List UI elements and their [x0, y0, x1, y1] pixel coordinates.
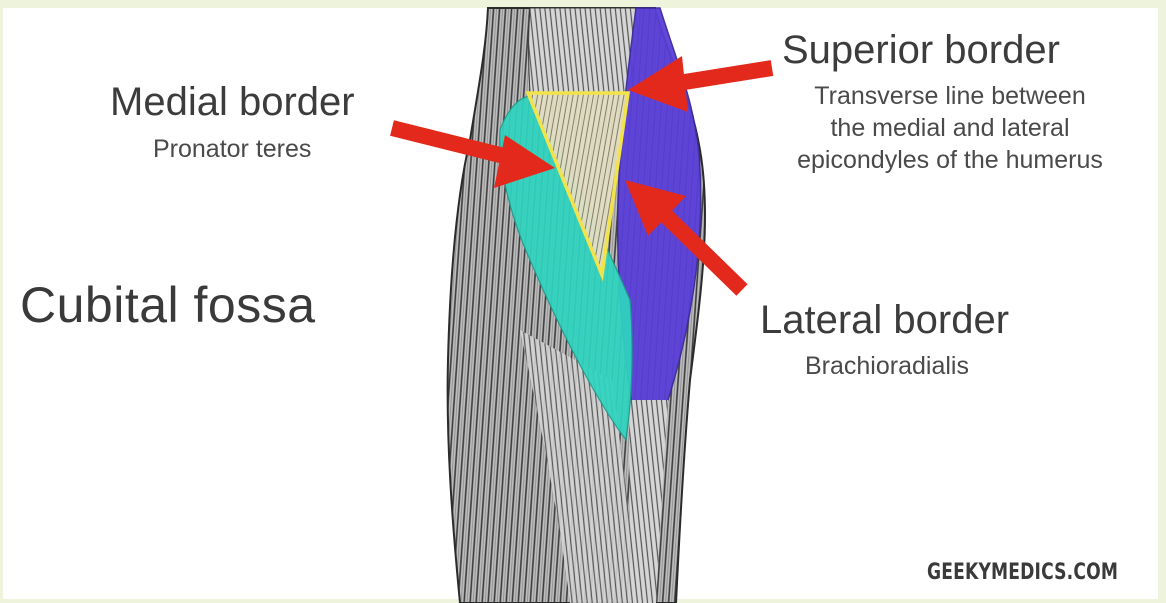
superior-detail-line: Transverse line between	[752, 80, 1148, 112]
superior-border-detail: Transverse line between the medial and l…	[752, 80, 1148, 176]
lateral-border-detail: Brachioradialis	[805, 350, 969, 382]
superior-border-heading: Superior border	[782, 28, 1060, 73]
medial-border-detail: Pronator teres	[153, 133, 311, 165]
brand-watermark: GEEKYMEDICS.COM	[927, 560, 1118, 585]
superior-detail-line: the medial and lateral	[752, 112, 1148, 144]
biceps-brachii	[529, 8, 641, 92]
lateral-border-heading: Lateral border	[760, 298, 1009, 343]
diagram-title: Cubital fossa	[20, 276, 316, 334]
medial-border-heading: Medial border	[110, 80, 355, 125]
superior-detail-line: epicondyles of the humerus	[752, 144, 1148, 176]
